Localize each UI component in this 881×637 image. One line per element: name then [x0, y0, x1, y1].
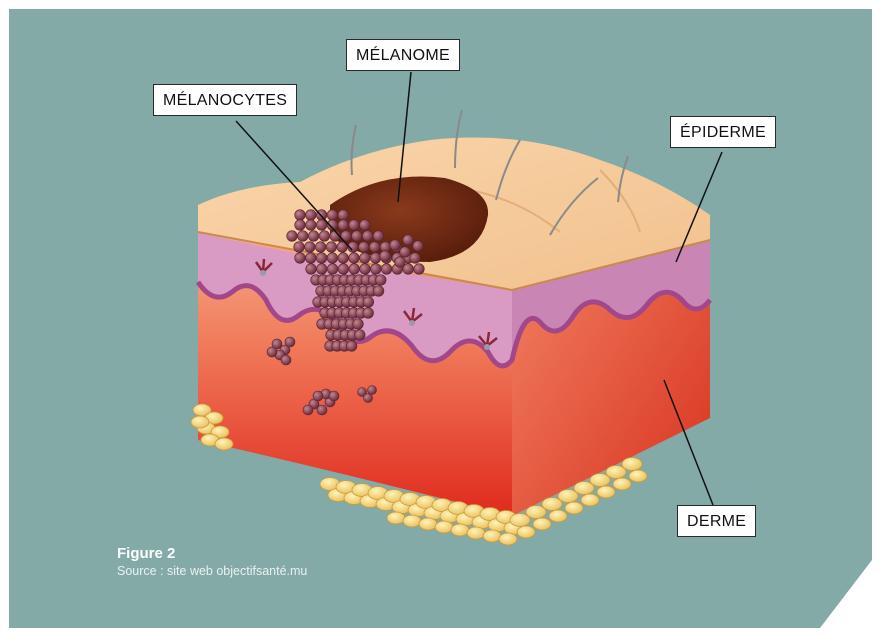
melanocyte-cell [305, 242, 316, 253]
melanocyte-marker-dot [484, 344, 490, 350]
melanocyte-cell [353, 319, 364, 330]
melanocyte-cell [355, 330, 366, 341]
label-derme: DERME [677, 505, 756, 537]
melanocyte-cell [364, 394, 373, 403]
melanocyte-cell [362, 231, 373, 242]
melanocyte-cell [317, 405, 327, 415]
melanocyte-cell [390, 240, 401, 251]
melanocyte-cell [349, 220, 360, 231]
melanocyte-cell [376, 275, 387, 286]
melanocyte-cell [349, 253, 360, 264]
melanocyte-cell [303, 405, 313, 415]
fat-cell [629, 470, 647, 482]
melanocyte-marker-dot [260, 270, 266, 276]
label-epiderme: ÉPIDERME [670, 116, 776, 148]
melanocyte-cell [338, 264, 349, 275]
melanocyte-cell [308, 231, 319, 242]
fat-cell [215, 438, 233, 450]
fat-cell [533, 518, 551, 530]
melanocyte-cell [363, 308, 374, 319]
fat-cell [467, 527, 485, 539]
melanocyte-cell [395, 257, 406, 268]
melanocyte-cell [319, 231, 330, 242]
fat-cell [191, 416, 209, 428]
melanocyte-cell [306, 264, 317, 275]
melanocyte-cell [403, 235, 414, 246]
melanocyte-cell [414, 264, 425, 275]
melanocyte-cell [400, 247, 411, 258]
melanocyte-cell [360, 220, 371, 231]
melanocyte-cell [295, 220, 306, 231]
melanocyte-cell [295, 210, 306, 221]
melanocyte-cell [359, 242, 370, 253]
fat-cell [517, 526, 535, 538]
fat-cell [622, 458, 642, 471]
melanocyte-cell [349, 264, 360, 275]
melanocyte-cell [306, 253, 317, 264]
fat-cell [581, 494, 599, 506]
melanocyte-cell [295, 253, 306, 264]
melanocyte-cell [326, 242, 337, 253]
melanocyte-cell [327, 264, 338, 275]
melanocyte-cell [329, 391, 339, 401]
melanocyte-cell [338, 220, 349, 231]
fat-cell [549, 510, 567, 522]
figure-title: Figure 2 [117, 545, 307, 563]
fat-cell [419, 518, 437, 530]
melanocyte-cell [285, 337, 295, 347]
fat-cell [387, 512, 405, 524]
fat-cell [403, 515, 421, 527]
melanocyte-cell [360, 264, 371, 275]
label-melanome: MÉLANOME [346, 39, 460, 71]
melanocyte-cell [316, 253, 327, 264]
melanocyte-cell [327, 210, 338, 221]
fat-cell [597, 486, 615, 498]
melanocyte-cell [352, 231, 363, 242]
fat-cell [483, 530, 501, 542]
label-melanocytes: MÉLANOCYTES [153, 84, 297, 116]
melanocyte-cell [298, 231, 309, 242]
melanocyte-cell [338, 210, 349, 221]
melanocyte-cell [368, 386, 377, 395]
melanocyte-cell [317, 264, 328, 275]
melanocyte-cell [373, 231, 384, 242]
melanocyte-cell [369, 242, 380, 253]
figure-source: Source : site web objectifsanté.mu [117, 563, 307, 579]
melanocyte-cell [267, 347, 277, 357]
melanocyte-cell [381, 264, 392, 275]
fat-cell [565, 502, 583, 514]
melanocyte-cell [315, 242, 326, 253]
melanocyte-cell [306, 210, 317, 221]
melanocyte-cell [338, 253, 349, 264]
fat-cell [613, 478, 631, 490]
melanocyte-cell [287, 231, 298, 242]
melanocyte-cell [327, 253, 338, 264]
fat-cell [435, 521, 453, 533]
melanocyte-cell [346, 341, 357, 352]
fat-cell [451, 524, 469, 536]
melanocyte-cell [360, 253, 371, 264]
melanocyte-cell [281, 355, 291, 365]
melanocyte-cell [373, 286, 384, 297]
melanocyte-cell [413, 241, 424, 252]
melanocyte-cell [410, 253, 421, 264]
melanocyte-marker-dot [409, 320, 415, 326]
figure-caption: Figure 2 Source : site web objectifsanté… [117, 545, 307, 579]
melanocyte-cell [306, 220, 317, 231]
fat-cell [499, 533, 517, 545]
melanocyte-cell [371, 264, 382, 275]
melanocyte-cell [313, 391, 323, 401]
melanocyte-cell [294, 242, 305, 253]
melanocyte-cell [380, 251, 391, 262]
melanocyte-cell [363, 297, 374, 308]
melanocyte-cell [370, 253, 381, 264]
